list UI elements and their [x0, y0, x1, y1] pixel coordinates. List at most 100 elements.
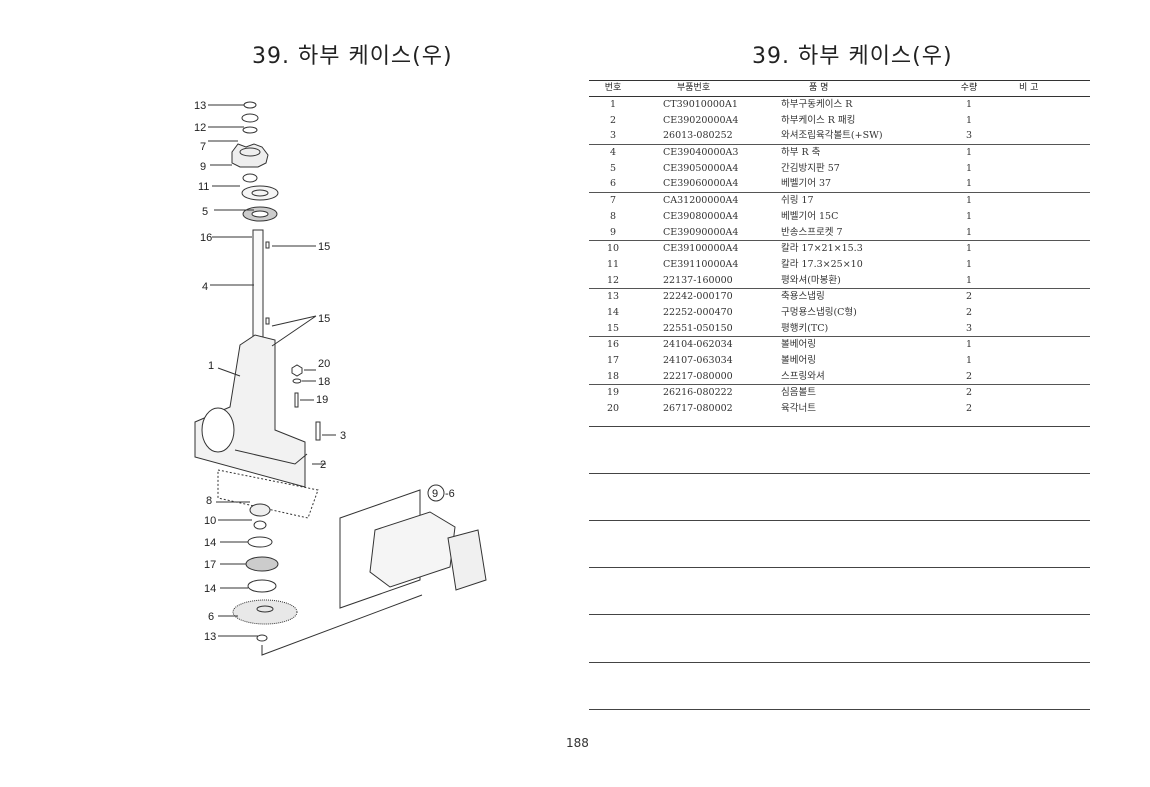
- part-number: CE39020000A4: [663, 114, 739, 126]
- part-number: CE39110000A4: [663, 258, 739, 270]
- part-number: 24104-062034: [663, 339, 733, 351]
- table-row: 12 22137-160000 평와셔(마봉환) 1: [589, 273, 1090, 290]
- part-name: 칼라 17.3×25×10: [781, 258, 863, 270]
- row-number: 17: [606, 355, 620, 366]
- row-number: 5: [609, 162, 617, 174]
- part-number: 22137-160000: [663, 274, 733, 286]
- callout-label: 2: [320, 459, 326, 471]
- header-part-no: 부품번호: [677, 83, 711, 93]
- part-number: 26013-080252: [663, 130, 733, 142]
- quantity: 3: [965, 130, 973, 142]
- callout-label: 4: [202, 281, 208, 293]
- callout-label: 17: [204, 559, 216, 571]
- callout-label: 18: [318, 376, 330, 388]
- part-name: 평와셔(마봉환): [781, 274, 841, 286]
- row-number: 2: [609, 114, 617, 126]
- part-name: 간김방지판 57: [781, 162, 840, 174]
- quantity: 1: [965, 114, 973, 126]
- row-number: 12: [606, 274, 620, 286]
- callout-label: 7: [200, 141, 206, 153]
- callout-label: 16: [200, 232, 212, 244]
- part-number: 22242-000170: [663, 291, 733, 303]
- header-name: 품 명: [809, 83, 829, 93]
- row-number: 20: [606, 403, 620, 415]
- part-number: 22551-050150: [663, 322, 733, 334]
- row-number: 6: [609, 178, 617, 190]
- table-row: 13 22242-000170 축용스냅링 2: [589, 289, 1090, 305]
- part-name: 볼베어링: [781, 339, 816, 351]
- part-name: 베벨기어 37: [781, 178, 832, 190]
- callout-label: 19: [316, 394, 328, 406]
- part-name: 와셔조립육각볼트(+SW): [781, 130, 883, 142]
- table-row: 2 CE39020000A4 하부케이스 R 패킹 1: [589, 113, 1090, 129]
- part-number: 26717-080002: [663, 403, 733, 415]
- part-number: CE39100000A4: [663, 243, 739, 255]
- quantity: 1: [965, 99, 973, 110]
- part-number: CE39090000A4: [663, 226, 739, 238]
- quantity: 1: [965, 243, 973, 255]
- quantity: 1: [965, 178, 973, 190]
- quantity: 2: [965, 291, 973, 303]
- quantity: 2: [965, 387, 973, 399]
- part-name: 평행키(TC): [781, 322, 829, 334]
- part-number: 22252-000470: [663, 306, 733, 318]
- callout-label: 15: [318, 313, 330, 325]
- blank-row-line: [589, 473, 1090, 474]
- row-number: 10: [606, 243, 620, 255]
- row-number: 4: [609, 147, 617, 159]
- header-remarks: 비 고: [1019, 83, 1039, 93]
- header-qty: 수량: [960, 83, 978, 93]
- exploded-parts-diagram: 13 12 7 9 11 5 16 15 4 15 1 20 18 19 3 2…: [194, 100, 487, 656]
- callout-label: 14: [204, 583, 216, 595]
- callout-label: 3: [340, 430, 346, 442]
- blank-row-line: [589, 426, 1090, 427]
- row-number: 9: [609, 226, 617, 238]
- row-number: 14: [606, 306, 620, 318]
- callout-label: 5: [202, 206, 208, 218]
- row-number: 16: [606, 339, 620, 351]
- row-number: 1: [609, 99, 617, 110]
- callout-label: 1: [208, 360, 214, 372]
- table-row: 18 22217-080000 스프링와셔 2: [589, 369, 1090, 386]
- callout-label: 20: [318, 358, 330, 370]
- quantity: 3: [965, 322, 973, 334]
- part-name: 스프링와셔: [781, 370, 825, 382]
- part-number: CE39080000A4: [663, 210, 739, 222]
- part-number: 22217-080000: [663, 370, 733, 382]
- part-name: 베벨기어 15C: [781, 210, 839, 222]
- left-page-title: 39. 하부 케이스(우): [252, 44, 453, 69]
- quantity: 2: [965, 370, 973, 382]
- part-name: 볼베어링: [781, 355, 816, 366]
- quantity: 2: [965, 306, 973, 318]
- part-number: 24107-063034: [663, 355, 733, 366]
- row-number: 13: [606, 291, 620, 303]
- page-number: 188: [566, 736, 589, 750]
- callout-label: 11: [198, 181, 209, 193]
- blank-row-line: [589, 614, 1090, 615]
- row-number: 7: [609, 195, 617, 207]
- blank-row-line: [589, 709, 1090, 710]
- part-name: 하부케이스 R 패킹: [781, 114, 856, 126]
- right-page-title: 39. 하부 케이스(우): [752, 44, 953, 69]
- callout-label: 6: [208, 611, 214, 623]
- part-name: 축용스냅링: [781, 291, 825, 303]
- callout-label: 8: [206, 495, 212, 507]
- row-number: 18: [606, 370, 620, 382]
- blank-row-line: [589, 567, 1090, 568]
- part-number: CE39060000A4: [663, 178, 739, 190]
- blank-row-line: [589, 520, 1090, 521]
- quantity: 1: [965, 274, 973, 286]
- quantity: 1: [965, 210, 973, 222]
- callout-label: -6: [445, 488, 455, 500]
